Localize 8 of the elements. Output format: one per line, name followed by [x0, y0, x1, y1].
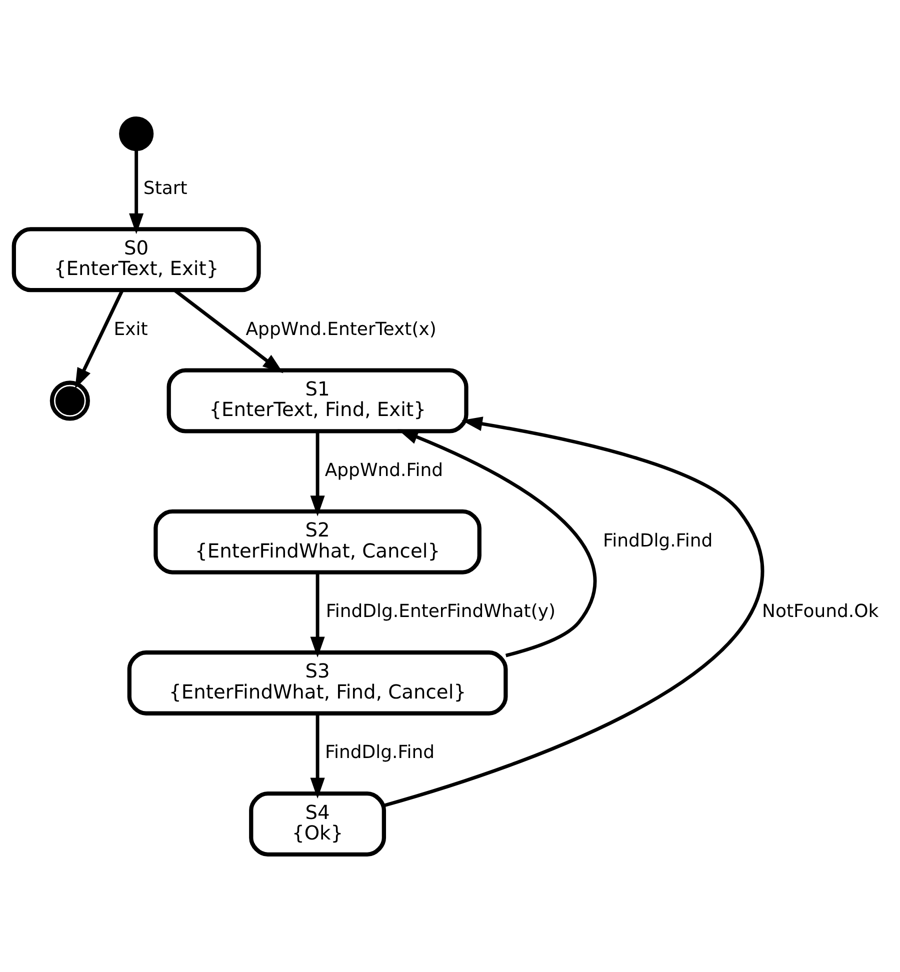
- edge-label: FindDlg.Find: [603, 530, 713, 552]
- edge-label: AppWnd.EnterText(x): [246, 318, 436, 340]
- edge-label: Exit: [114, 318, 148, 340]
- edge-label: Start: [143, 177, 188, 198]
- edge-label: AppWnd.Find: [324, 459, 444, 480]
- edge-label: FindDlg.EnterFindWhat(y): [326, 600, 556, 622]
- edge-label: NotFound.Ok: [762, 600, 879, 622]
- edge-label: FindDlg.Find: [325, 742, 435, 763]
